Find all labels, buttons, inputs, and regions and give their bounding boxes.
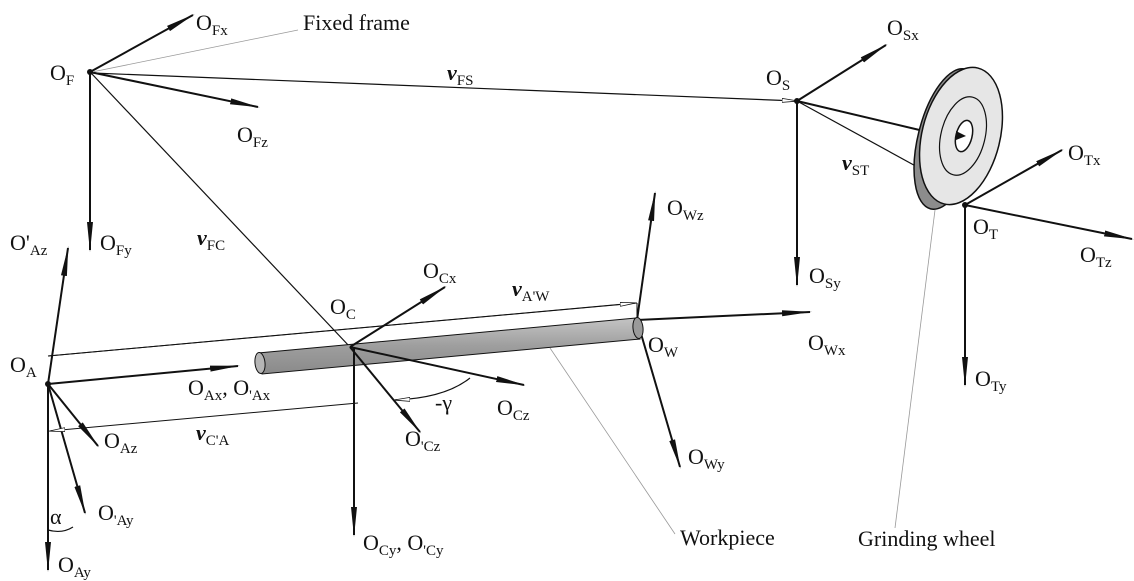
label-ot: OT [973, 214, 998, 243]
label-alpha: α [50, 504, 62, 529]
angle-gamma-arc [395, 377, 471, 400]
workpiece-shape [254, 317, 676, 535]
label-vaw: vA'W [512, 276, 550, 305]
origin-t [962, 202, 968, 208]
axis-fz [89, 71, 260, 108]
label-oaz: OAz [104, 428, 138, 457]
angle-alpha-arc [47, 526, 74, 533]
label-oa: OA [10, 352, 37, 381]
axis-tx [964, 149, 1064, 206]
label-oty: OTy [975, 366, 1007, 395]
label-ofy: OFy [100, 230, 132, 259]
label-ocz-prime: O'Cz [405, 426, 441, 455]
label-of: OF [50, 60, 74, 89]
wheel-center-mark [956, 131, 966, 140]
label-os: OS [766, 65, 790, 94]
label-vca: vC'A [196, 420, 229, 449]
label-osy: OSy [809, 263, 841, 292]
label-ocz: OCz [497, 395, 530, 424]
label-oax: OAx, O'Ax [188, 375, 271, 404]
axis-cx [349, 285, 447, 348]
axis-cprime-z [349, 346, 422, 434]
axis-az [47, 383, 100, 448]
axis-cz [349, 346, 526, 386]
axis-ax [47, 365, 240, 385]
vector-st [796, 100, 933, 176]
axis-aprime-y [47, 383, 86, 515]
vector-fs [91, 72, 797, 101]
origin-f [87, 69, 93, 75]
label-vfc: vFC [197, 225, 225, 254]
vector-aw [47, 303, 635, 357]
frame-t [962, 149, 1134, 387]
label-oay-prime: O'Ay [98, 500, 134, 529]
axis-fx [89, 14, 195, 73]
label-owy: OWy [688, 444, 725, 473]
frame-s [794, 43, 933, 287]
label-otz: OTz [1080, 242, 1112, 271]
label-owx: OWx [808, 330, 846, 359]
label-oay: OAy [58, 552, 91, 581]
workpiece-leader [549, 347, 676, 535]
label-oc: OC [330, 294, 356, 323]
frame-w [636, 191, 812, 469]
vector-ca [50, 402, 359, 431]
label-minus-gamma: -γ [435, 390, 452, 415]
label-ofx: OFx [196, 10, 228, 39]
frame-f [87, 14, 299, 252]
origin-s [794, 98, 800, 104]
axis-sx [796, 43, 888, 102]
label-ow: OW [648, 332, 679, 361]
grinding-wheel [894, 66, 1004, 529]
label-fixed-frame: Fixed frame [303, 10, 410, 35]
workpiece-end-left [254, 352, 266, 374]
grinding-wheel-leader [894, 209, 936, 529]
label-ocy: OCy, O'Cy [363, 530, 444, 559]
axis-wy [636, 319, 681, 469]
axis-tz [964, 204, 1134, 240]
fixed-frame-leader [91, 29, 299, 73]
label-vfs: vFS [447, 60, 473, 89]
wheel-inner-ring [938, 96, 988, 176]
spindle-line-upper [796, 100, 929, 133]
label-vst: vST [842, 150, 869, 179]
label-ofz: OFz [237, 122, 268, 151]
workpiece-end-right [632, 317, 644, 339]
label-oaz-prime: O'Az [10, 230, 48, 259]
label-otx: OTx [1068, 140, 1101, 169]
frame-a [45, 246, 240, 572]
axis-wx [636, 310, 812, 321]
label-ocx: OCx [423, 258, 457, 287]
vector-fc [91, 73, 351, 348]
label-owz: OWz [667, 195, 704, 224]
axis-wz [636, 191, 656, 321]
label-grinding-wheel: Grinding wheel [858, 526, 995, 551]
label-workpiece: Workpiece [680, 525, 775, 550]
axis-aprime-z [47, 246, 69, 385]
label-osx: OSx [887, 15, 919, 44]
workpiece-body [257, 317, 641, 375]
frame-c [349, 285, 526, 537]
